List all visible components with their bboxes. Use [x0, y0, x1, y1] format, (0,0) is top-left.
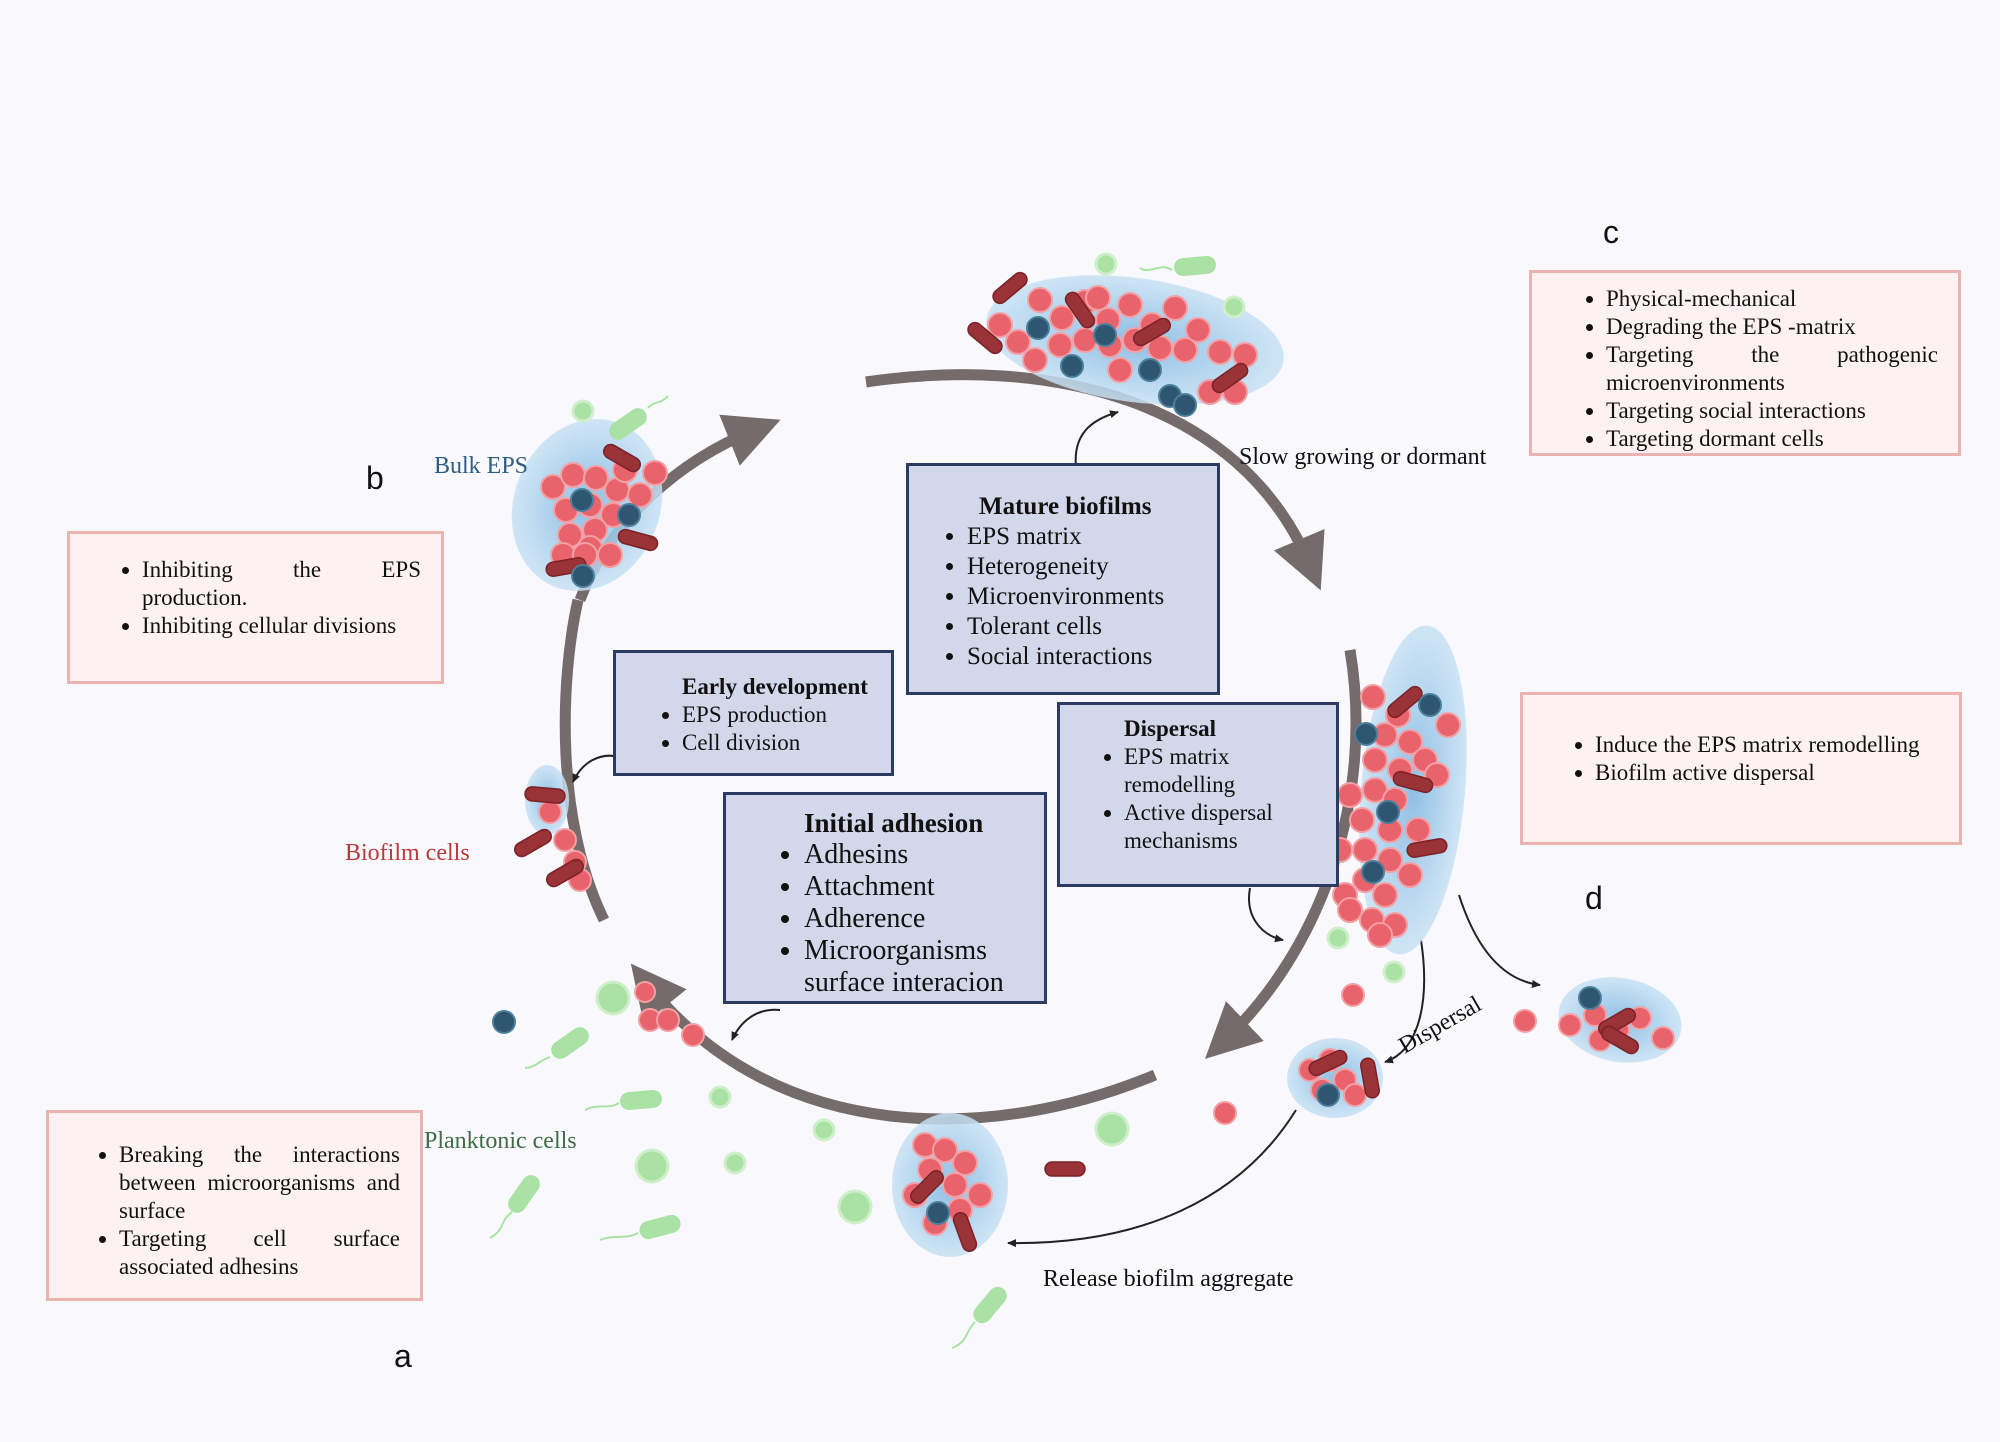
stage-initial-adhesion: Initial adhesion Adhesins Attachment Adh…: [723, 792, 1047, 1004]
list-item: Adherence: [804, 903, 1036, 935]
list-item: Microenvironments: [967, 582, 1207, 612]
stage-early-development: Early development EPS production Cell di…: [613, 650, 894, 776]
list-item: Microorganisms surface interacion: [804, 935, 1014, 999]
list-item: EPS matrix remodelling: [1124, 743, 1274, 799]
strategy-b-list: Inhibiting the EPS production. Inhibitin…: [98, 556, 421, 640]
list-item: Cell division: [682, 729, 883, 757]
stage-initial-title: Initial adhesion: [804, 808, 984, 838]
panel-letter-b: b: [366, 460, 384, 496]
list-item: Targeting social interactions: [1606, 397, 1938, 425]
stage-mature-title: Mature biofilms: [979, 493, 1152, 520]
list-item: Breaking the interactions between microo…: [119, 1141, 400, 1225]
stage-early-title: Early development: [682, 674, 868, 699]
label-release-aggregate: Release biofilm aggregate: [1043, 1266, 1294, 1292]
list-item: Social interactions: [967, 642, 1207, 672]
stage-dispersal: Dispersal EPS matrix remodelling Active …: [1057, 702, 1339, 887]
panel-letter-d: d: [1585, 880, 1603, 916]
strategy-c-list: Physical-mechanical Degrading the EPS -m…: [1562, 285, 1938, 453]
list-item: Physical-mechanical: [1606, 285, 1938, 313]
list-item: Targeting cell surface associated adhesi…: [119, 1225, 400, 1281]
stage-early-list: EPS production Cell division: [642, 701, 883, 757]
flagella: [489, 266, 1173, 1349]
stage-initial-list: Adhesins Attachment Adherence Microorgan…: [750, 839, 1036, 999]
strategy-box-b: Inhibiting the EPS production. Inhibitin…: [67, 531, 444, 684]
panel-letter-c: c: [1603, 214, 1619, 250]
strategy-box-a: Breaking the interactions between microo…: [46, 1110, 423, 1301]
list-item: Targeting dormant cells: [1606, 425, 1938, 453]
label-bulk-eps: Bulk EPS: [434, 453, 529, 479]
label-planktonic-cells: Planktonic cells: [424, 1128, 577, 1154]
list-item: EPS matrix: [967, 522, 1207, 552]
list-item: Adhesins: [804, 839, 1036, 871]
cycle-arrow-bottom: [630, 963, 1158, 1125]
list-item: Inhibiting cellular divisions: [142, 612, 421, 640]
label-slow-growing: Slow growing or dormant: [1239, 444, 1487, 470]
list-item: EPS production: [682, 701, 883, 729]
list-item: Biofilm active dispersal: [1595, 759, 1939, 787]
rod-cells: [513, 271, 1640, 1252]
panel-letter-a: a: [394, 1338, 412, 1374]
stage-dispersal-list: EPS matrix remodelling Active dispersal …: [1084, 743, 1328, 855]
list-item: Heterogeneity: [967, 552, 1207, 582]
stage-mature-biofilms: Mature biofilms EPS matrix Heterogeneity…: [906, 463, 1220, 695]
strategy-box-d: Induce the EPS matrix remodelling Biofil…: [1520, 692, 1962, 845]
planktonic-rods: [508, 255, 1216, 1324]
planktonic-cells: [571, 252, 1406, 1225]
list-item: Targeting the pathogenic microenvironmen…: [1606, 341, 1938, 397]
label-biofilm-cells: Biofilm cells: [345, 840, 470, 866]
list-item: Induce the EPS matrix remodelling: [1595, 731, 1939, 759]
strategy-box-c: Physical-mechanical Degrading the EPS -m…: [1529, 270, 1961, 456]
list-item: Active dispersal mechanisms: [1124, 799, 1294, 855]
list-item: Attachment: [804, 871, 1036, 903]
strategy-d-list: Induce the EPS matrix remodelling Biofil…: [1551, 731, 1939, 787]
strategy-a-list: Breaking the interactions between microo…: [75, 1141, 400, 1281]
list-item: Degrading the EPS -matrix: [1606, 313, 1938, 341]
list-item: Tolerant cells: [967, 612, 1207, 642]
dormant-cells: [492, 316, 1602, 1225]
stage-mature-list: EPS matrix Heterogeneity Microenvironmen…: [929, 522, 1207, 672]
list-item: Inhibiting the EPS production.: [142, 556, 421, 612]
stage-dispersal-title: Dispersal: [1124, 716, 1216, 741]
